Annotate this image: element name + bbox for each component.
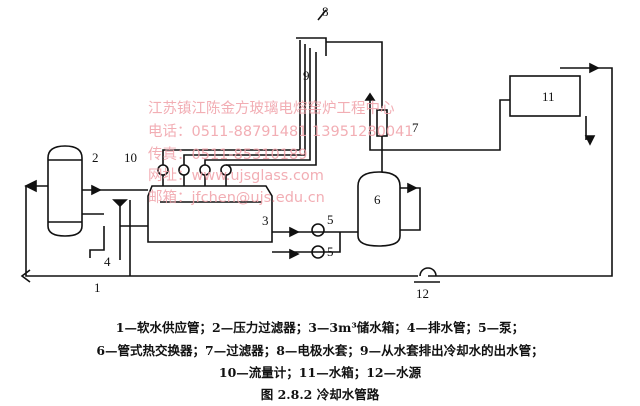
label-12: 12 [416,286,429,301]
label-6: 6 [374,192,381,207]
heat-exchanger [357,171,401,247]
label-1: 1 [94,280,101,295]
label-2: 2 [92,150,99,165]
cooling-water-piping-diagram [20,9,613,283]
label-4: 4 [104,254,111,269]
caption-line-2: 6—管式热交换器；7—过滤器；8—电极水套；9—从水套排出冷却水的出水管； [96,343,544,358]
label-8: 8 [322,4,329,19]
electrode-water-jacket [296,9,327,56]
figure-title: 图 2.8.2 冷却水管路 [260,387,380,402]
watermark-line-4: 网址：www.ujsglass.com [148,168,324,184]
watermark-line-1: 江苏镇江陈金方玻璃电熔窑炉工程中心 [148,101,395,117]
watermark-line-2: 电话：0511-88791481 13951280041 [148,124,414,140]
caption-line-3: 10—流量计；11—水箱；12—水源 [218,365,422,380]
pressure-filter-vessel [47,145,83,237]
label-5-upper: 5 [327,212,334,227]
label-10: 10 [124,150,137,165]
flowmeters [157,40,317,186]
water-tank [509,75,581,117]
label-9: 9 [303,68,310,83]
caption-line-1: 1—软水供应管；2—压力过滤器；3—3m³储水箱；4—排水管；5—泵； [115,320,525,335]
watermark-line-3: 传真：0511-85310189 [148,147,308,163]
watermark-line-5: 邮箱：jfchen@ujs.edu.cn [148,190,325,206]
pump [311,223,325,237]
label-7: 7 [412,120,419,135]
label-11: 11 [542,89,555,104]
pump [311,245,325,259]
storage-tank [147,185,273,243]
label-3: 3 [262,213,269,228]
label-5-lower: 5 [327,244,334,259]
